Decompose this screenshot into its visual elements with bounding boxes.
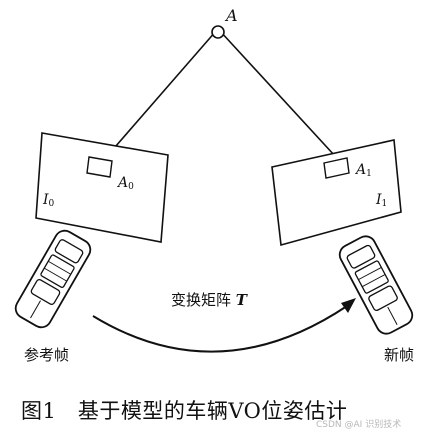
image-new-name: I: [376, 192, 382, 208]
transform-symbol: T: [235, 291, 247, 309]
new-frame-label: 新帧: [384, 346, 415, 364]
feature-box-ref: [86, 156, 113, 178]
transform-arrow: [92, 305, 348, 353]
image-ref-label: I0: [43, 193, 54, 209]
transform-label: 变换矩阵 T: [171, 293, 247, 308]
projection-line-ref: [101, 30, 217, 163]
point-A-marker: [211, 25, 225, 39]
image-ref-sub: 0: [48, 199, 55, 209]
feature-ref-label: A0: [118, 176, 134, 192]
image-new-label: I1: [376, 193, 387, 209]
image-new-sub: 1: [381, 199, 388, 209]
figure-caption: 图1 基于模型的车辆VO位姿估计: [21, 399, 348, 423]
image-plane-new: [271, 139, 402, 247]
feature-new-sub: 1: [366, 169, 372, 179]
watermark: CSDN @AI 识别技术: [316, 420, 402, 430]
car-ref-icon: [14, 229, 92, 329]
feature-new-name: A: [356, 162, 367, 178]
projection-line-new: [219, 30, 336, 157]
feature-new-label: A1: [356, 163, 372, 179]
reference-frame-label: 参考帧: [24, 346, 70, 364]
feature-ref-name: A: [118, 175, 129, 191]
feature-box-new: [323, 157, 350, 179]
image-ref-name: I: [43, 192, 49, 208]
point-A-label: A: [226, 6, 238, 25]
transform-text: 变换矩阵: [171, 291, 232, 309]
arrowhead-icon: [341, 298, 356, 313]
feature-ref-sub: 0: [128, 182, 134, 192]
car-new-icon: [338, 235, 414, 335]
image-plane-ref: [35, 132, 169, 243]
